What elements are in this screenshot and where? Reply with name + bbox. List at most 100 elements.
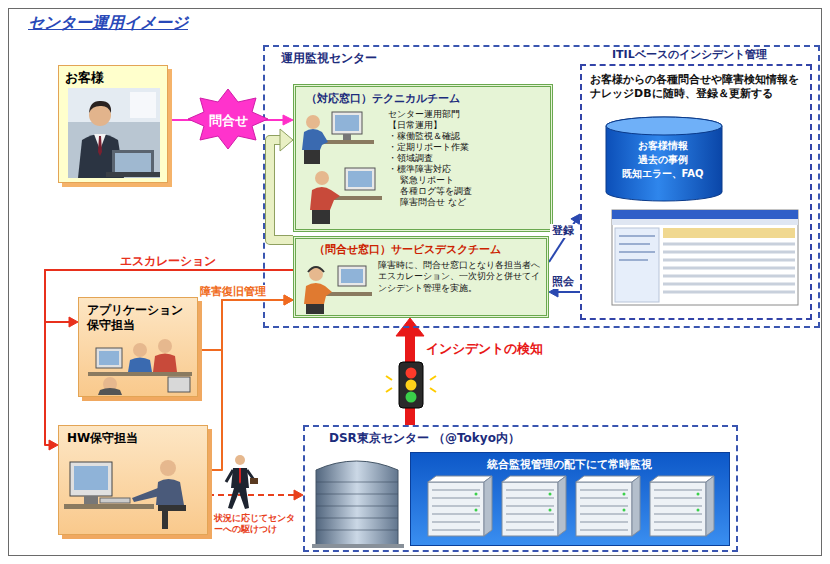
- knowledge-screenshot: [615, 228, 659, 302]
- operator-figures: [335, 115, 359, 131]
- connector-line: [208, 494, 296, 496]
- box-heading: HW保守担当: [67, 431, 197, 446]
- connector-line: [208, 300, 286, 470]
- text-holder: アプリケーション保守担当: [87, 303, 191, 333]
- box-text: 障害問合せ など: [400, 197, 550, 208]
- app-maintainer-figures: [168, 377, 190, 392]
- connector: [270, 129, 293, 240]
- hw-maintainer-figure: [64, 504, 154, 509]
- box-heading: （問合せ窓口）サービスデスクチーム: [314, 243, 546, 257]
- edge-label: 登録: [550, 224, 576, 238]
- server-racks: [650, 476, 714, 536]
- connector-outline: [270, 140, 293, 240]
- operator-figures: [345, 168, 375, 190]
- connector: [208, 295, 293, 470]
- box-text: お客様からの各種問合せや障害検知情報をナレッジDBに随時、登録＆更新する: [590, 73, 802, 101]
- app-maintainer-figures: [96, 348, 122, 368]
- box-text: ・定期リポート作業: [388, 142, 538, 153]
- app-maintainer-figures: [88, 339, 192, 395]
- app-maintainer-figures: [88, 372, 192, 376]
- customer-photo: [115, 153, 151, 173]
- text-holder: お客様: [65, 70, 161, 86]
- edge-label: 照会: [550, 275, 576, 289]
- edge-label: エスカレーション: [118, 254, 218, 269]
- box-text: 【日常運用】: [388, 120, 538, 131]
- edge-label-holder: エスカレーション: [118, 250, 258, 269]
- running-engineer: [239, 468, 241, 484]
- service-desk-figure: [338, 266, 366, 286]
- customer-photo: [68, 88, 160, 122]
- hw-maintainer-figure: [156, 479, 184, 505]
- operator-figures: [348, 171, 372, 187]
- database-cylinder: お客様情報過去の事例既知エラー、FAQ: [605, 116, 723, 202]
- edge-label-holder: 登録: [550, 219, 580, 238]
- operator-figures: [302, 112, 382, 224]
- hw-maintainer-figure: [70, 462, 112, 496]
- text-holder: お客様からの各種問合せや障害検知情報をナレッジDBに随時、登録＆更新する: [590, 73, 802, 101]
- knowledge-screenshot: [612, 210, 798, 219]
- datacenter-building: [312, 461, 404, 548]
- text-holder: ITILベースのインシデント管理: [612, 48, 812, 62]
- text-holder: （対応窓口）テクニカルチーム: [306, 92, 542, 106]
- operator-figures: [310, 187, 340, 210]
- text-holder: 既知エラー、FAQ: [605, 168, 720, 181]
- edge-label: 状況に応じてセンターへの駆けつけ: [212, 513, 300, 536]
- running-engineer: [228, 488, 249, 509]
- customer-photo: [68, 88, 160, 178]
- connector-line: [270, 140, 293, 240]
- edge-label-holder: 状況に応じてセンターへの駆けつけ: [212, 513, 300, 536]
- app-maintainer-figures: [99, 351, 119, 365]
- connector-line: [198, 300, 286, 350]
- text-holder: 障害時に、問合せ窓口となり各担当者へエスカレーション、一次切分と併せてインシデン…: [378, 260, 541, 294]
- operator-figures: [312, 210, 330, 224]
- edge-label-holder: 障害復旧管理: [198, 280, 288, 299]
- hw-maintainer-figure: [162, 511, 168, 529]
- traffic-signal: [406, 392, 417, 403]
- operator-figures: [315, 171, 329, 185]
- operator-figures: [332, 112, 362, 134]
- arrow-head: [69, 317, 78, 327]
- box-text: 緊急リポート: [400, 175, 550, 186]
- connector-line: [45, 270, 293, 445]
- text-holder: ・標準障害対応: [388, 164, 538, 175]
- operator-figures: [343, 134, 351, 140]
- connector-line: [556, 291, 580, 293]
- text-holder: お客様情報: [605, 140, 720, 153]
- connector-line: [549, 220, 576, 262]
- datacenter-building: [312, 544, 404, 548]
- text-holder: センター運用部門: [388, 109, 538, 120]
- app-maintainer-figures: [153, 354, 177, 373]
- service-desk-figure: [308, 267, 324, 272]
- arrow-head: [284, 295, 293, 305]
- knowledge-screenshot: [663, 228, 795, 238]
- team-box: （対応窓口）テクニカルチームセンター運用部門【日常運用】・稼働監視＆確認・定期リ…: [293, 84, 553, 232]
- text-holder: 運用監視センター: [281, 51, 451, 66]
- customer-photo: [106, 172, 160, 177]
- traffic-signal: [406, 380, 417, 391]
- box-text: 障害時に、問合せ窓口となり各担当者へエスカレーション、一次切分と併せてインシデン…: [378, 260, 541, 294]
- inquiry-starburst: [188, 89, 268, 149]
- service-desk-box: （問合せ窓口）サービスデスクチーム障害時に、問合せ窓口となり各担当者へエスカレー…: [293, 236, 549, 318]
- box-heading: 統合監視管理の配下にて常時監視: [411, 458, 727, 472]
- server-racks: [428, 476, 714, 536]
- datacenter-building: [316, 461, 398, 546]
- datacenter-building: [316, 482, 398, 530]
- page-frame: [9, 9, 822, 556]
- box-text: ・領域調査: [388, 153, 538, 164]
- inquiry-starburst: [188, 89, 268, 149]
- diagram-title: センター運用イメージ: [28, 13, 328, 33]
- hw-maintainer-figure: [84, 496, 98, 504]
- customer-photo: [98, 136, 102, 156]
- running-engineer: [250, 478, 258, 484]
- connector: [198, 295, 293, 350]
- box-text: 過去の事例: [605, 154, 720, 167]
- traffic-signal: [386, 362, 436, 408]
- app-maintainer-figures: [128, 358, 152, 373]
- hw-maintainer-figure: [100, 498, 130, 503]
- arrow-head: [280, 129, 293, 151]
- arrow-head: [294, 490, 303, 500]
- text-holder: ・領域調査: [388, 153, 538, 164]
- service-desk-figure: [309, 267, 323, 281]
- knowledge-screenshot: [612, 219, 798, 225]
